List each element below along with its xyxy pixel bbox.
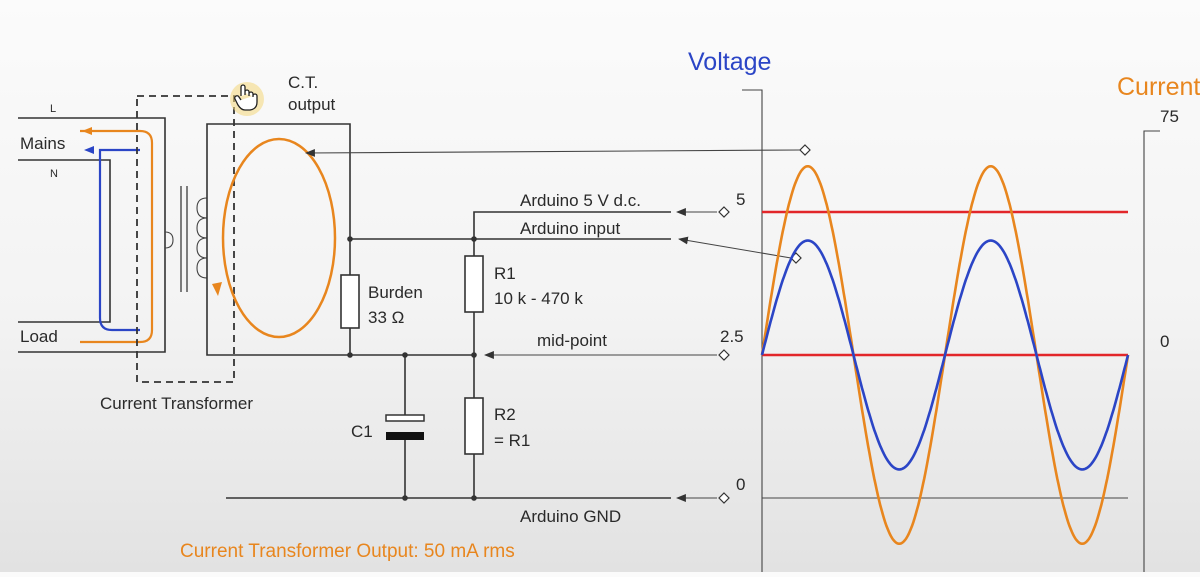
input-rail-label: Arduino input [520,219,620,238]
secondary-coil [196,197,208,279]
ct-output-label-1: C.T. [288,73,318,92]
ct-dashed-outline [136,95,235,383]
diamond-marker [799,144,811,156]
primary-coil-loop [164,231,174,249]
c1-plate-top [385,414,425,422]
line-label: L [50,103,56,115]
junction-dot [471,236,477,242]
neutral-label: N [50,168,58,180]
footer-title: Current Transformer Output: 50 mA rms [180,541,515,562]
junction-dot [471,352,477,358]
c-tick-75: 75 [1160,107,1179,126]
r1-label: R1 [494,264,516,283]
voltage-axis-title: Voltage [688,48,771,76]
burden-value: 33 Ω [368,308,404,327]
gnd-rail-label: Arduino GND [520,507,621,526]
ct-caption: Current Transformer [100,394,253,413]
series-layer [760,165,1130,545]
v-tick-5: 5 [736,190,745,209]
input-pointer [678,236,792,259]
secondary-current-loop [221,137,337,339]
current-transformer: Current Transformer [100,95,253,413]
voltage-axis-line [742,89,763,572]
c1-label: C1 [351,422,373,441]
mains-outer-loop [18,117,166,353]
diamond-marker [718,349,730,361]
orange-arrow-icon [82,127,92,135]
waveform-chart: Voltage Current 5 2.5 0 75 0 [688,48,1200,572]
c1-plate-bottom [386,432,424,440]
load-label: Load [20,327,58,346]
mains-inner-loop [18,159,111,323]
voltage-series-line [760,239,1130,471]
secondary-circuit: C.T. output Burden 33 Ω [206,73,423,358]
secondary-arrow-icon [212,282,222,296]
junction-dot [402,495,408,501]
diamond-marker [718,492,730,504]
junction-dot [471,495,477,501]
rail-labels: Arduino 5 V d.c. Arduino input mid-point… [520,191,641,526]
mains-section: L Mains N Load [18,103,166,353]
diamond-marker [718,206,730,218]
ct-output-pointer [305,148,801,157]
junction-dot [402,352,408,358]
c-tick-0: 0 [1160,332,1169,351]
divider-network: R1 10 k - 470 k R2 = R1 C1 [226,211,671,501]
hand-cursor-icon [230,82,264,116]
burden-resistor [340,274,360,329]
ct-output-label-2: output [288,95,336,114]
secondary-loop-wire [206,123,351,356]
current-axis-title: Current [1117,73,1200,101]
v5-rail-label: Arduino 5 V d.c. [520,191,641,210]
pointer-arrows [305,144,811,504]
r1-value: 10 k - 470 k [494,289,583,308]
current-axis-line [1143,130,1160,572]
r2-value: = R1 [494,431,530,450]
mid-rail-label: mid-point [537,331,607,350]
blue-arrow-icon [84,146,94,154]
primary-return-path [98,148,140,332]
burden-label: Burden [368,283,423,302]
v-tick-2-5: 2.5 [720,327,744,346]
r1-resistor [464,255,484,313]
mains-label: Mains [20,134,65,153]
r2-resistor [464,397,484,455]
v-tick-0: 0 [736,475,745,494]
r2-label: R2 [494,405,516,424]
primary-current-path [80,129,154,344]
